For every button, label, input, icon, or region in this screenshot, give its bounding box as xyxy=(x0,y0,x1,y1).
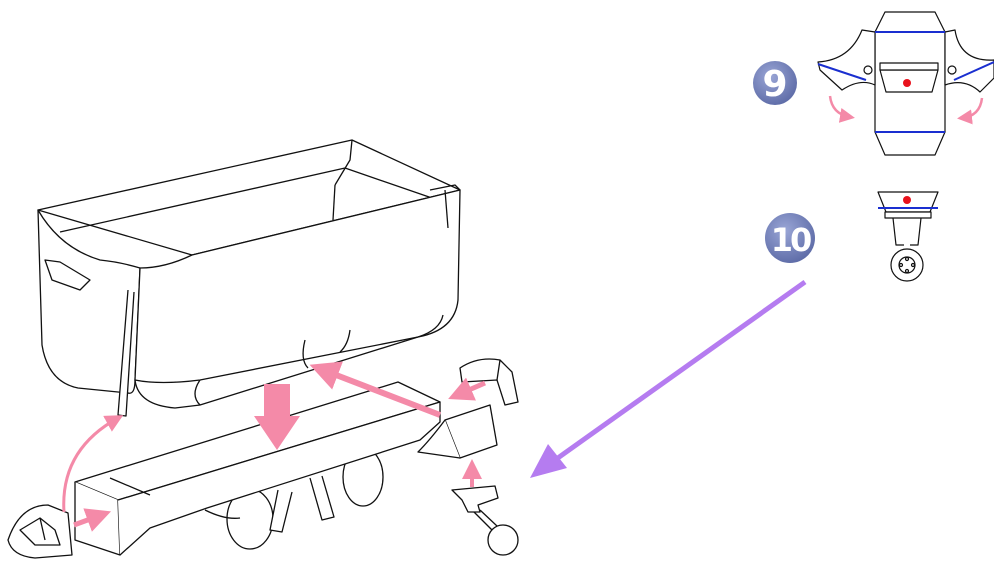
tender-body xyxy=(38,140,460,416)
end-piece xyxy=(8,505,72,558)
step-10-detail xyxy=(878,192,938,281)
purple-arrow xyxy=(530,282,805,478)
step-9-number: 9 xyxy=(762,64,787,105)
fold-arrow-left xyxy=(830,96,850,117)
step-badge-9: 9 xyxy=(753,61,797,105)
red-dot-10 xyxy=(903,196,911,204)
red-dot-9 xyxy=(903,79,911,87)
buffer-cap xyxy=(460,359,518,405)
step-badge-10: 10 xyxy=(765,213,815,263)
tender-chassis xyxy=(75,382,440,555)
step-10-number: 10 xyxy=(771,221,811,259)
fold-arrow-right xyxy=(962,98,982,118)
pink-arrow-cap xyxy=(455,383,485,396)
coupler-part xyxy=(452,486,518,555)
